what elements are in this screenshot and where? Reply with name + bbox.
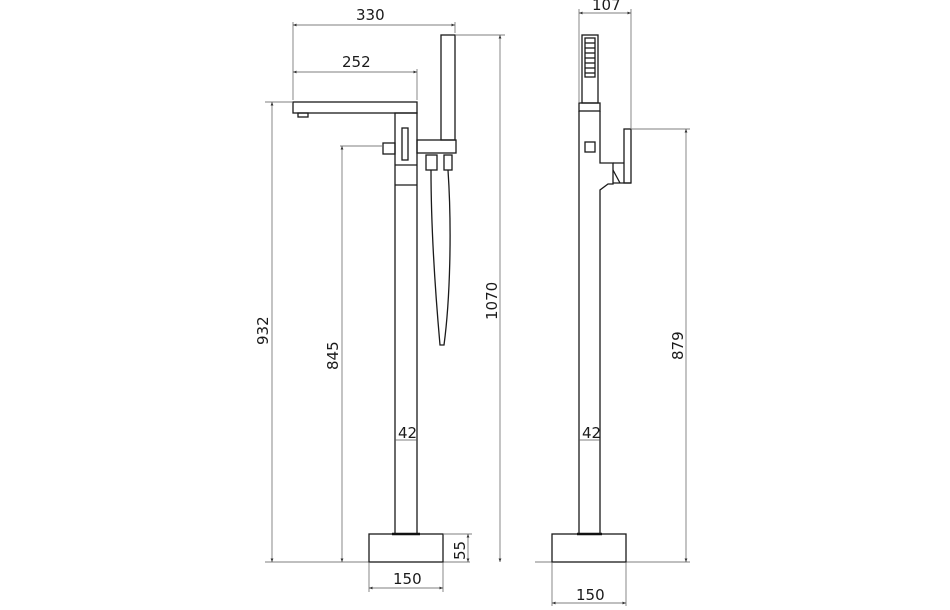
side-lever	[623, 128, 632, 184]
dim-845: 845	[324, 341, 342, 370]
shower-hose	[430, 169, 451, 346]
dim-107: 107	[592, 0, 621, 14]
dim-252: 252	[342, 53, 371, 71]
dim-42-front: 42	[398, 424, 417, 442]
shower-collar	[578, 102, 601, 112]
dim-55: 55	[451, 541, 469, 560]
mixer-lever	[401, 127, 409, 161]
hose-fitting	[425, 154, 438, 171]
spout-aerator	[297, 112, 309, 118]
diverter-button	[584, 141, 596, 153]
front-view: 330 252 932 845 1070 42 55 150	[254, 6, 505, 592]
base	[368, 533, 444, 563]
dim-1070: 1070	[483, 282, 501, 320]
column	[394, 112, 418, 535]
hand-shower	[440, 34, 456, 141]
spout	[292, 101, 418, 114]
shower-holder	[416, 139, 457, 154]
diverter-knob	[382, 142, 396, 155]
hose-fitting	[443, 154, 453, 171]
dim-150-front: 150	[393, 570, 422, 588]
dim-42-side: 42	[582, 424, 601, 442]
dim-879: 879	[669, 331, 687, 360]
side-view: 107 879 42 150	[551, 0, 690, 606]
dim-150-side: 150	[576, 586, 605, 604]
side-base	[551, 533, 627, 563]
dim-932: 932	[254, 316, 272, 345]
side-column	[578, 111, 614, 534]
dim-330: 330	[356, 6, 385, 24]
